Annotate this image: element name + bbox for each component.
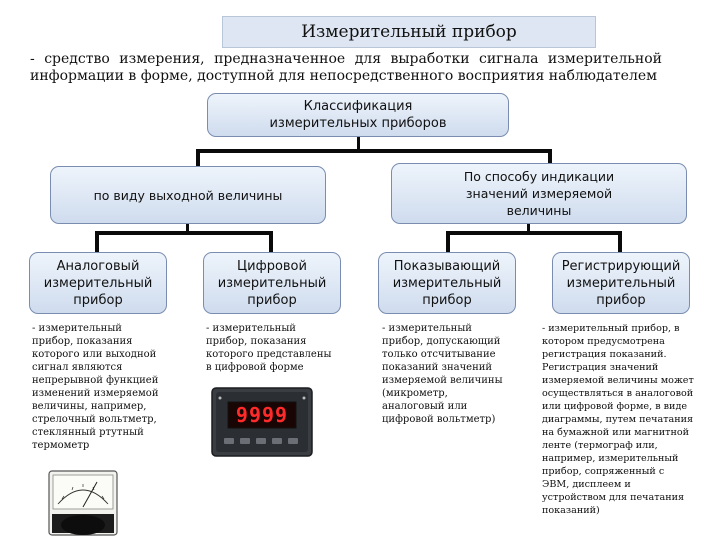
desc-line: стеклянный ртутный bbox=[32, 427, 144, 438]
desc-line: прибор, сопряженный с bbox=[542, 466, 665, 477]
desc-line: сигнал являются bbox=[32, 362, 123, 373]
category-indication-line-3: величины bbox=[506, 203, 572, 218]
desc-line: термометр bbox=[32, 440, 90, 451]
connector-cat1-down bbox=[186, 224, 189, 232]
connector-right-down bbox=[548, 149, 552, 164]
desc-line: в цифровой форме bbox=[206, 362, 304, 373]
connector-type1-down bbox=[95, 231, 99, 253]
desc-line: показаний значений bbox=[382, 362, 493, 373]
indicating-description: - измерительный прибор, допускающий толь… bbox=[382, 322, 542, 426]
type-analog-line-1: Аналоговый bbox=[56, 258, 140, 274]
desc-line: только отсчитывание bbox=[382, 349, 496, 360]
desc-line: стрелочный вольтметр, bbox=[32, 414, 157, 425]
digital-meter-image: 9999 bbox=[206, 384, 318, 460]
desc-line: прибор, допускающий bbox=[382, 336, 501, 347]
category-output-quantity: по виду выходной величины bbox=[50, 166, 326, 224]
connector-top-bar bbox=[196, 149, 552, 153]
connector-left-down bbox=[196, 149, 200, 167]
type-recording-line-1: Регистрирующий bbox=[561, 258, 681, 274]
category-indication-line-2: значений измеряемой bbox=[465, 186, 613, 201]
desc-line: непрерывной функцией bbox=[32, 375, 159, 386]
desc-line: регистрация показаний. bbox=[542, 349, 667, 360]
digital-display-readout: 9999 bbox=[235, 403, 289, 427]
connector-root-down bbox=[357, 137, 360, 150]
desc-line: (микрометр, bbox=[382, 388, 448, 399]
page-title: Измерительный прибор bbox=[222, 16, 596, 48]
connector-cat2-bar bbox=[446, 231, 622, 235]
type-recording-box: Регистрирующий измерительный прибор bbox=[552, 252, 690, 314]
desc-line: показаний) bbox=[542, 505, 600, 516]
classification-line-1: Классификация bbox=[303, 99, 413, 114]
type-analog-box: Аналоговый измерительный прибор bbox=[29, 252, 167, 314]
type-indicating-line-1: Показывающий bbox=[393, 258, 501, 274]
desc-line: - измерительный bbox=[382, 323, 472, 334]
category-output-quantity-label: по виду выходной величины bbox=[93, 187, 283, 203]
desc-line: диаграммы, путем печатания bbox=[542, 414, 694, 425]
desc-line: цифровой вольтметр) bbox=[382, 414, 496, 425]
classification-line-2: измерительных приборов bbox=[269, 116, 447, 131]
type-indicating-box: Показывающий измерительный прибор bbox=[378, 252, 516, 314]
desc-line: - измерительный bbox=[32, 323, 122, 334]
recording-description: - измерительный прибор, в котором предус… bbox=[542, 322, 718, 517]
desc-line: на бумажной или магнитной bbox=[542, 427, 690, 438]
desc-line: которого или выходной bbox=[32, 349, 157, 360]
desc-line: или цифровой форме, в виде bbox=[542, 401, 688, 412]
desc-line: котором предусмотрена bbox=[542, 336, 665, 347]
desc-line: устройством для печатания bbox=[542, 492, 685, 503]
type-digital-box: Цифровой измерительный прибор bbox=[203, 252, 341, 314]
desc-line: ленте (термограф или, bbox=[542, 440, 658, 451]
desc-line: Регистрация значений bbox=[542, 362, 659, 373]
desc-line: прибор, показания bbox=[206, 336, 307, 347]
analog-description: - измерительный прибор, показания которо… bbox=[32, 322, 192, 452]
connector-type2-down bbox=[269, 231, 273, 253]
connector-cat2-down bbox=[527, 224, 530, 232]
category-indication-line-1: По способу индикации bbox=[463, 169, 615, 184]
desc-line: которого представлены bbox=[206, 349, 332, 360]
desc-line: - измерительный прибор, в bbox=[542, 323, 680, 334]
category-indication-method: По способу индикации значений измеряемой… bbox=[391, 163, 687, 224]
desc-line: величины, например, bbox=[32, 401, 147, 412]
desc-line: изменений измеряемой bbox=[32, 388, 159, 399]
type-recording-line-3: прибор bbox=[596, 292, 646, 308]
desc-line: аналоговый или bbox=[382, 401, 468, 412]
type-analog-line-3: прибор bbox=[73, 292, 123, 308]
desc-line: измеряемой величины может bbox=[542, 375, 694, 386]
type-digital-line-3: прибор bbox=[247, 292, 297, 308]
classification-box: Классификация измерительных приборов bbox=[207, 93, 509, 137]
digital-description: - измерительный прибор, показания которо… bbox=[206, 322, 366, 374]
definition-text: - средство измерения, предназначенное дл… bbox=[30, 51, 662, 84]
type-recording-line-2: измерительный bbox=[566, 275, 676, 291]
type-indicating-line-3: прибор bbox=[422, 292, 472, 308]
desc-line: осуществляться в аналоговой bbox=[542, 388, 694, 399]
analog-voltmeter-image bbox=[48, 470, 118, 536]
type-analog-line-2: измерительный bbox=[43, 275, 153, 291]
desc-line: - измерительный bbox=[206, 323, 296, 334]
type-indicating-line-2: измерительный bbox=[392, 275, 502, 291]
connector-type3-down bbox=[446, 231, 450, 253]
type-digital-line-2: измерительный bbox=[217, 275, 327, 291]
connector-type4-down bbox=[618, 231, 622, 253]
desc-line: прибор, показания bbox=[32, 336, 133, 347]
type-digital-line-1: Цифровой bbox=[237, 258, 307, 274]
desc-line: ЭВМ, дисплеем и bbox=[542, 479, 631, 490]
desc-line: измеряемой величины bbox=[382, 375, 503, 386]
desc-line: например, измерительный bbox=[542, 453, 679, 464]
connector-cat1-bar bbox=[95, 231, 273, 235]
